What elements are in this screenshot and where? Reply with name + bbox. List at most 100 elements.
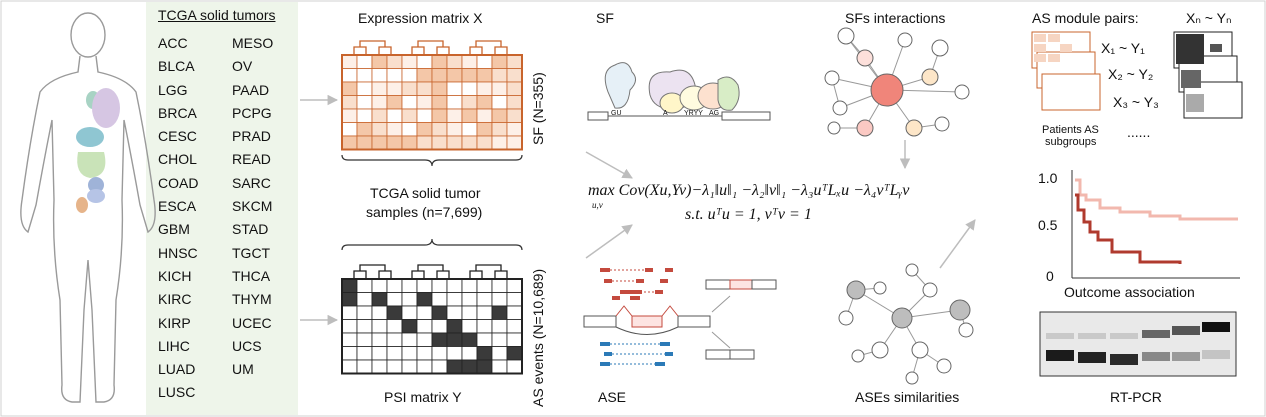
tumor-item: HNSC [158,244,198,261]
expression-cell [386,95,403,110]
tumor-item: LIHC [158,337,190,354]
expression-cell [416,95,433,110]
psi-cell [461,278,478,293]
tumor-item: ACC [158,35,188,51]
psi-cell [401,278,418,293]
expression-cell [461,135,478,150]
psi-cell [341,346,358,361]
psi-cell [371,292,388,307]
psi-cell [416,346,433,361]
psi-cell [476,292,493,307]
psi-cell [446,359,463,374]
expression-cell [491,108,508,123]
psi-cell [341,319,358,334]
expression-cell [431,81,448,96]
expression-cell [476,95,493,110]
psi-cell [461,319,478,334]
expression-cell [356,95,373,110]
psi-cell [506,292,523,307]
psi-cell [506,359,523,374]
expression-cell [431,95,448,110]
arrow-sf-to-formula [585,151,633,179]
organs [76,88,120,213]
tumor-item: THYM [232,291,272,308]
psi-cell [401,292,418,307]
tumor-item: UCS [232,337,262,354]
psi-cell [461,305,478,320]
psi-cell [356,332,373,347]
psi-cell [461,346,478,361]
expression-cell [416,54,433,69]
expression-cell [461,54,478,69]
expression-cell [401,135,418,150]
expression-cell [341,81,358,96]
y-tick-05: 0.5 [1038,217,1058,233]
psi-cell [431,346,448,361]
expression-cell [506,81,523,96]
psi-cell [416,278,433,293]
expression-cell [416,68,433,83]
human-body-figure [20,12,156,403]
tumor-item: KICH [158,267,192,284]
expression-cell [506,122,523,137]
tumor-item: CESC [158,128,197,145]
expression-cell [431,108,448,123]
psi-cell [416,305,433,320]
psi-cell [491,278,508,293]
constraint-formula: s.t. uᵀu = 1, vᵀv = 1 [685,206,812,223]
psi-cell [446,346,463,361]
expression-cell [401,95,418,110]
expression-cell [341,122,358,137]
module-pair-matrices [1031,31,1243,119]
psi-cell [491,332,508,347]
psi-title: PSI matrix Y [384,389,462,405]
outcome-plot [1071,170,1240,279]
psi-cell [371,319,388,334]
expression-cell [491,95,508,110]
tumor-item: GBM [158,221,190,238]
expression-cell [401,54,418,69]
expression-cell [506,108,523,123]
expression-cell [506,68,523,83]
expression-cell [476,54,493,69]
expression-cell [506,135,523,150]
tumor-item: LUAD [158,361,196,378]
psi-cell [356,346,373,361]
rtpcr-gel [1039,311,1237,377]
psi-cell [476,319,493,334]
expression-cell [491,68,508,83]
psi-cell [476,305,493,320]
tumor-item: PAAD [232,81,270,98]
expression-cell [356,122,373,137]
tumor-item: PCPG [232,104,272,121]
psi-cell [506,346,523,361]
expression-cell [431,135,448,150]
psi-cell [506,305,523,320]
psi-cell [461,332,478,347]
expression-cell [431,122,448,137]
psi-cell [386,305,403,320]
module-pair-1: X₁ ~ Y₁ [1101,40,1145,56]
expression-cell [476,122,493,137]
psi-cell [416,319,433,334]
psi-cell [371,332,388,347]
expression-cell [446,108,463,123]
tumor-item: PRAD [232,128,271,145]
psi-cell [506,332,523,347]
expression-cell [506,95,523,110]
expression-cell [386,108,403,123]
psi-cell [431,278,448,293]
expression-cell [416,122,433,137]
psi-cell [416,332,433,347]
psi-cell [446,319,463,334]
seq-label-yryy: YRYY [684,110,703,117]
expression-cell [371,68,388,83]
samples-brace [341,154,523,167]
psi-cell [356,359,373,374]
sf-title: SF [596,10,614,26]
expression-cell [491,135,508,150]
expression-cell [446,81,463,96]
psi-cell [341,278,358,293]
